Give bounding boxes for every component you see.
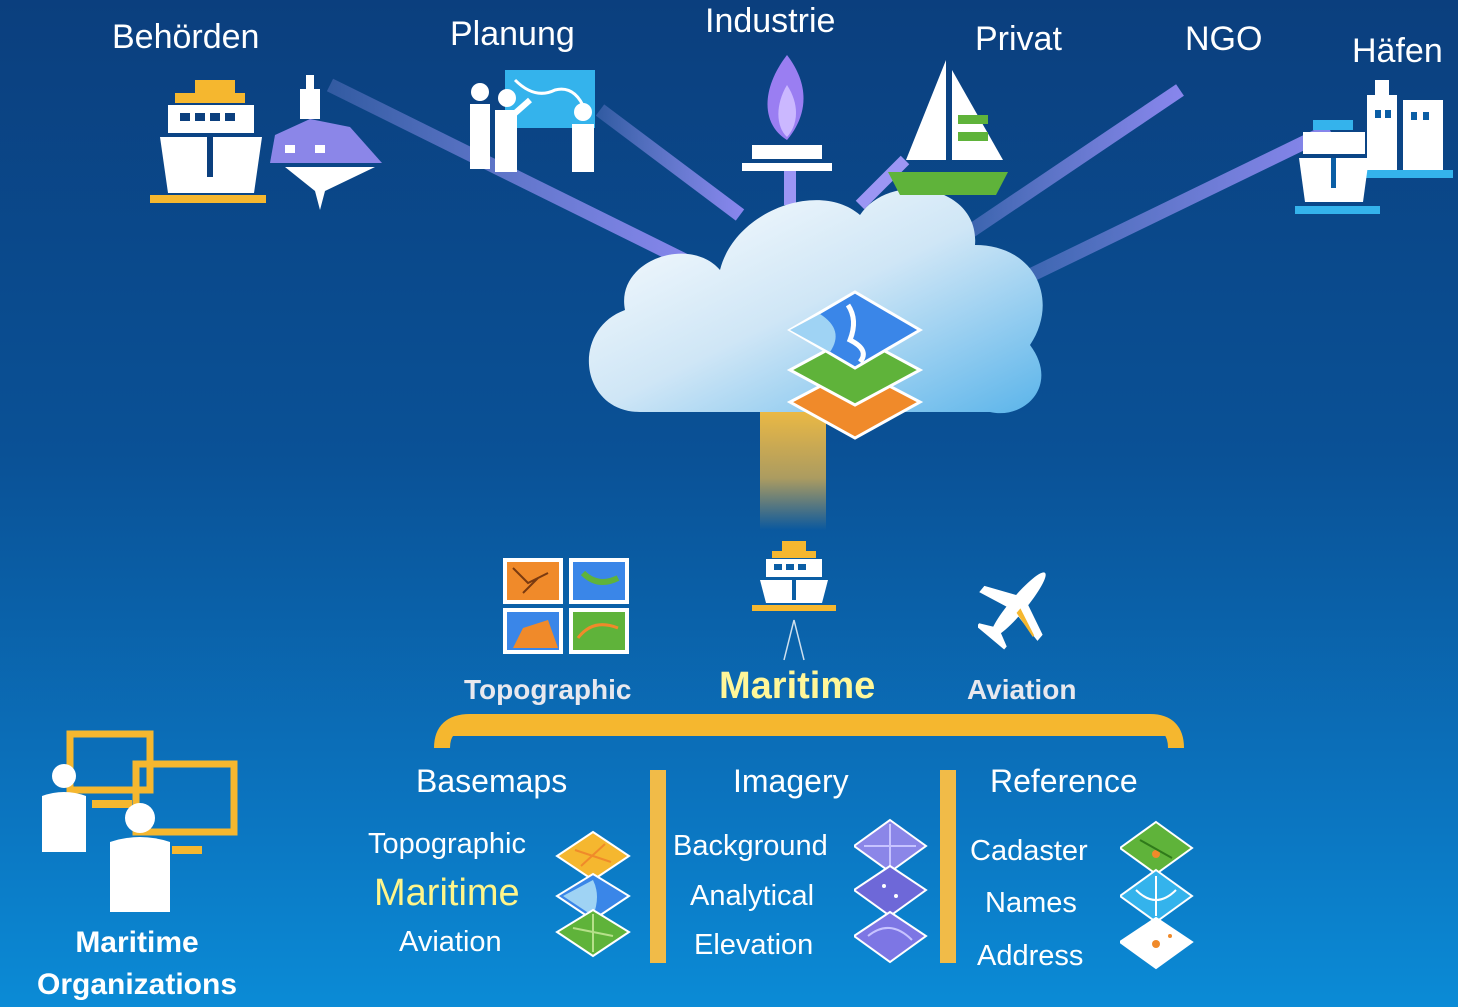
imagery-item-background: Background [673, 830, 828, 862]
label-haefen: Häfen [1352, 32, 1443, 70]
imagery-item-analytical: Analytical [690, 880, 815, 912]
column-reference-title: Reference [990, 763, 1138, 799]
gas-flame-icon [742, 55, 832, 171]
planning-people-icon [470, 70, 595, 172]
reference-layer-icons [1120, 820, 1194, 970]
analytical-layer-icon [854, 864, 928, 918]
reference-item-cadaster: Cadaster [970, 835, 1088, 867]
basemaps-layer-icons [555, 830, 631, 958]
imagery-item-elevation: Elevation [694, 929, 814, 961]
cadaster-layer-icon [1120, 820, 1194, 876]
airplane-icon [978, 572, 1046, 650]
topographic-layer-icon [555, 830, 631, 882]
column-imagery-title: Imagery [733, 763, 849, 799]
elevation-layer-icon [854, 910, 928, 964]
label-industrie: Industrie [705, 2, 836, 40]
beam-behoerden [326, 78, 704, 275]
maritime-organizations-icon [42, 730, 238, 912]
background-layer-icon [854, 818, 928, 874]
category-maritime: Maritime [719, 665, 876, 707]
cloud-trunk [760, 400, 826, 530]
basemaps-item-aviation: Aviation [399, 926, 502, 958]
beam-ngo [946, 84, 1184, 251]
label-behoerden: Behörden [112, 18, 260, 56]
column-basemaps-title: Basemaps [416, 763, 568, 799]
names-layer-icon [1120, 868, 1194, 924]
layers-icon [786, 290, 924, 440]
org-label-line1: Maritime [75, 926, 199, 959]
category-topographic: Topographic [464, 674, 632, 705]
ship-icon [150, 80, 266, 203]
divider-2 [940, 770, 956, 963]
divider-1 [650, 770, 666, 963]
behoerden-icons [150, 75, 382, 210]
beam-privat [855, 155, 910, 210]
reference-item-names: Names [985, 887, 1077, 919]
lighthouse-icon [270, 75, 382, 210]
cloud-icon [588, 188, 1043, 414]
reference-item-address: Address [977, 940, 1084, 972]
topographic-map-icon [503, 558, 629, 654]
maritime-ship-icon [752, 541, 836, 611]
label-privat: Privat [975, 20, 1062, 58]
port-city-icon [1295, 80, 1453, 214]
aviation-layer-icon [555, 908, 631, 958]
maritime-link [783, 619, 805, 661]
basemaps-item-topographic: Topographic [368, 828, 526, 860]
maritime-organizations-label: Maritime Organizations [2, 922, 272, 1006]
address-layer-icon [1120, 916, 1194, 970]
org-label-line2: Organizations [36, 968, 238, 1001]
bracket-fill [450, 722, 1168, 736]
sailboat-icon [888, 60, 1008, 195]
category-aviation: Aviation [967, 674, 1077, 705]
beam-haefen [986, 123, 1334, 302]
label-planung: Planung [450, 15, 575, 53]
imagery-layer-icons [854, 818, 928, 964]
beam-planung [595, 104, 745, 221]
label-ngo: NGO [1185, 20, 1263, 58]
basemaps-item-maritime: Maritime [374, 872, 520, 914]
